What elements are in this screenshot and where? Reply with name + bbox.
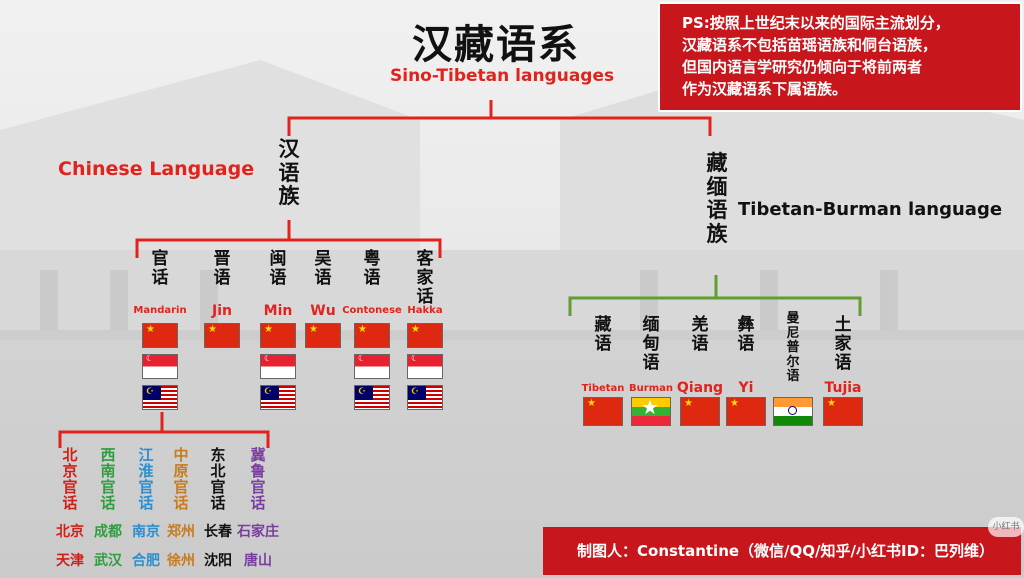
branch-name-zh: 粤语 xyxy=(363,249,381,289)
flag-cn-icon xyxy=(680,397,720,426)
flag-in-icon xyxy=(773,397,813,426)
branch-name-en: Min xyxy=(263,303,293,319)
branch-name-zh: 客家话 xyxy=(416,249,434,308)
tibeto-burman-label-en: Tibetan-Burman language xyxy=(738,199,1003,220)
subtitle-english: Sino-Tibetan languages xyxy=(390,66,615,86)
ps-note-box: PS:按照上世纪末以来的国际主流划分， 汉藏语系不包括苗瑶语族和侗台语族， 但国… xyxy=(658,2,1022,112)
branch-name-en: Wu xyxy=(310,303,336,319)
ps-line: 作为汉藏语系下属语族。 xyxy=(682,80,848,98)
flag-my-icon xyxy=(407,385,443,410)
branch-name-en: Qiang xyxy=(676,380,724,396)
dialect-city: 武汉 xyxy=(94,553,122,569)
dialect-city: 天津 xyxy=(56,553,84,569)
flag-sg-icon xyxy=(142,354,178,379)
flag-my-icon xyxy=(260,385,296,410)
chinese-label-zh: 汉语族 xyxy=(278,137,300,209)
flag-my-icon xyxy=(354,385,390,410)
flag-cn-icon xyxy=(305,323,341,348)
dialect-city: 徐州 xyxy=(167,553,195,569)
branch-name-en: Hakka xyxy=(407,305,443,316)
flag-sg-icon xyxy=(260,354,296,379)
flag-cn-icon xyxy=(204,323,240,348)
branch-name-zh: 晋语 xyxy=(213,249,231,289)
branch-name-zh: 吴语 xyxy=(314,249,332,289)
branch-name-en: Jin xyxy=(212,303,232,319)
branch-name-en: Tibetan xyxy=(581,383,625,394)
dialect-name: 东北官话 xyxy=(210,446,226,512)
ps-line: 但国内语言学研究仍倾向于将前两者 xyxy=(682,58,923,76)
branch-name-en: Contonese xyxy=(342,305,402,316)
branch-name-en: Yi xyxy=(738,380,754,396)
dialect-city: 唐山 xyxy=(244,553,272,569)
dialect-city: 沈阳 xyxy=(204,553,232,569)
flag-cn-icon xyxy=(726,397,766,426)
branch-name-zh: 羌语 xyxy=(691,315,709,355)
dialect-name: 冀鲁官话 xyxy=(250,446,266,512)
dialect-name: 北京官话 xyxy=(62,446,78,512)
branch-name-zh: 官话 xyxy=(151,249,169,289)
flag-cn-icon xyxy=(142,323,178,348)
flag-cn-icon xyxy=(260,323,296,348)
dialect-city: 北京 xyxy=(56,524,84,540)
dialect-name: 西南官话 xyxy=(100,446,116,512)
page-title: 汉藏语系 xyxy=(412,21,580,68)
dialect-name: 江淮官话 xyxy=(138,446,154,512)
flag-cn-icon xyxy=(354,323,390,348)
tibeto-burman-label-zh: 藏缅语族 xyxy=(706,151,728,246)
flag-cn-icon xyxy=(407,323,443,348)
branch-name-zh: 土家语 xyxy=(834,315,852,374)
dialect-city: 长春 xyxy=(204,524,232,540)
branch-name-zh: 曼尼普尔语 xyxy=(786,311,800,385)
dialect-city: 合肥 xyxy=(132,553,160,569)
dialect-city: 石家庄 xyxy=(237,524,279,540)
author-footer: 制图人：Constantine（微信/QQ/知乎/小红书ID：巴列维） xyxy=(543,527,1021,575)
branch-name-en: Burman xyxy=(629,383,673,394)
dialect-city: 成都 xyxy=(94,524,122,540)
branch-name-zh: 藏语 xyxy=(594,315,612,355)
branch-name-zh: 缅甸语 xyxy=(642,315,660,374)
ps-line: PS:按照上世纪末以来的国际主流划分， xyxy=(682,14,950,32)
branch-name-en: Mandarin xyxy=(133,305,187,316)
ps-line: 汉藏语系不包括苗瑶语族和侗台语族， xyxy=(682,36,938,54)
branch-name-zh: 闽语 xyxy=(269,249,287,289)
branch-name-zh: 彝语 xyxy=(737,315,755,355)
flag-my-icon xyxy=(142,385,178,410)
flag-sg-icon xyxy=(407,354,443,379)
flag-sg-icon xyxy=(354,354,390,379)
dialect-name: 中原官话 xyxy=(173,446,189,512)
chinese-label-en: Chinese Language xyxy=(58,158,255,180)
dialect-city: 郑州 xyxy=(167,524,195,540)
flag-cn-icon xyxy=(823,397,863,426)
watermark-badge: 小红书 xyxy=(988,517,1024,537)
branch-name-en: Tujia xyxy=(824,380,862,396)
flag-cn-icon xyxy=(583,397,623,426)
dialect-city: 南京 xyxy=(132,524,160,540)
flag-mm-icon xyxy=(631,397,671,426)
